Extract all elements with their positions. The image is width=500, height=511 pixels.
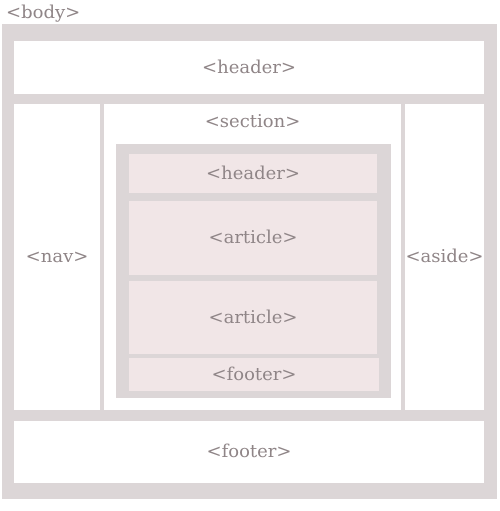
aside-label: <aside> (405, 246, 484, 267)
inner-footer-label: <footer> (211, 363, 297, 385)
footer-label: <footer> (206, 441, 292, 462)
header-block: <header> (14, 41, 484, 94)
article-label-1: <article> (208, 227, 298, 248)
section-inner-frame: <header> <article> <article> <footer> (116, 144, 391, 398)
section-label: <section> (204, 111, 301, 132)
nav-label: <nav> (25, 246, 89, 267)
nav-block: <nav> (14, 104, 100, 410)
footer-block: <footer> (14, 421, 484, 483)
article-label-2: <article> (208, 306, 298, 328)
inner-header-block: <header> (129, 154, 377, 193)
article-block-2: <article> (129, 281, 377, 354)
body-label: <body> (6, 2, 81, 23)
inner-header-label: <header> (206, 162, 300, 184)
section-block: <section> <header> <article> <article> <… (104, 104, 401, 410)
aside-block: <aside> (405, 104, 484, 410)
inner-footer-block: <footer> (129, 358, 379, 391)
header-label: <header> (202, 56, 296, 78)
article-block-1: <article> (129, 201, 377, 275)
